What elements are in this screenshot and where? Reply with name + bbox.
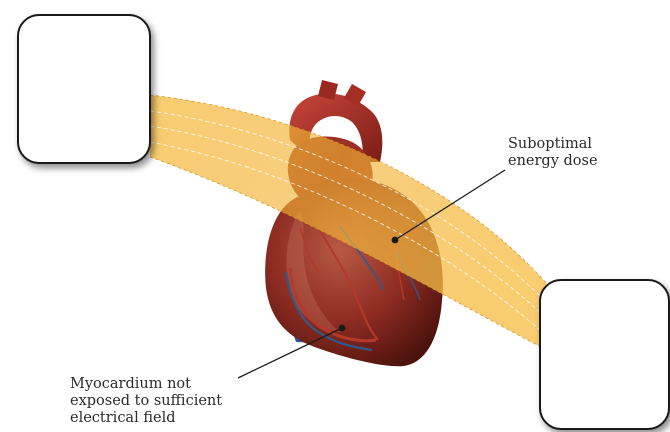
annotation-myocardium-not-exposed: Myocardium not exposed to sufficient ele… — [70, 376, 222, 427]
defibrillator-pad-lower — [539, 279, 670, 430]
leader-line-myocardium — [238, 328, 342, 378]
annotation-suboptimal-energy-dose: Suboptimal energy dose — [508, 136, 598, 170]
defibrillator-pad-upper — [17, 14, 151, 164]
marker-dot-suboptimal — [392, 237, 399, 244]
marker-dot-myocardium — [339, 325, 346, 332]
